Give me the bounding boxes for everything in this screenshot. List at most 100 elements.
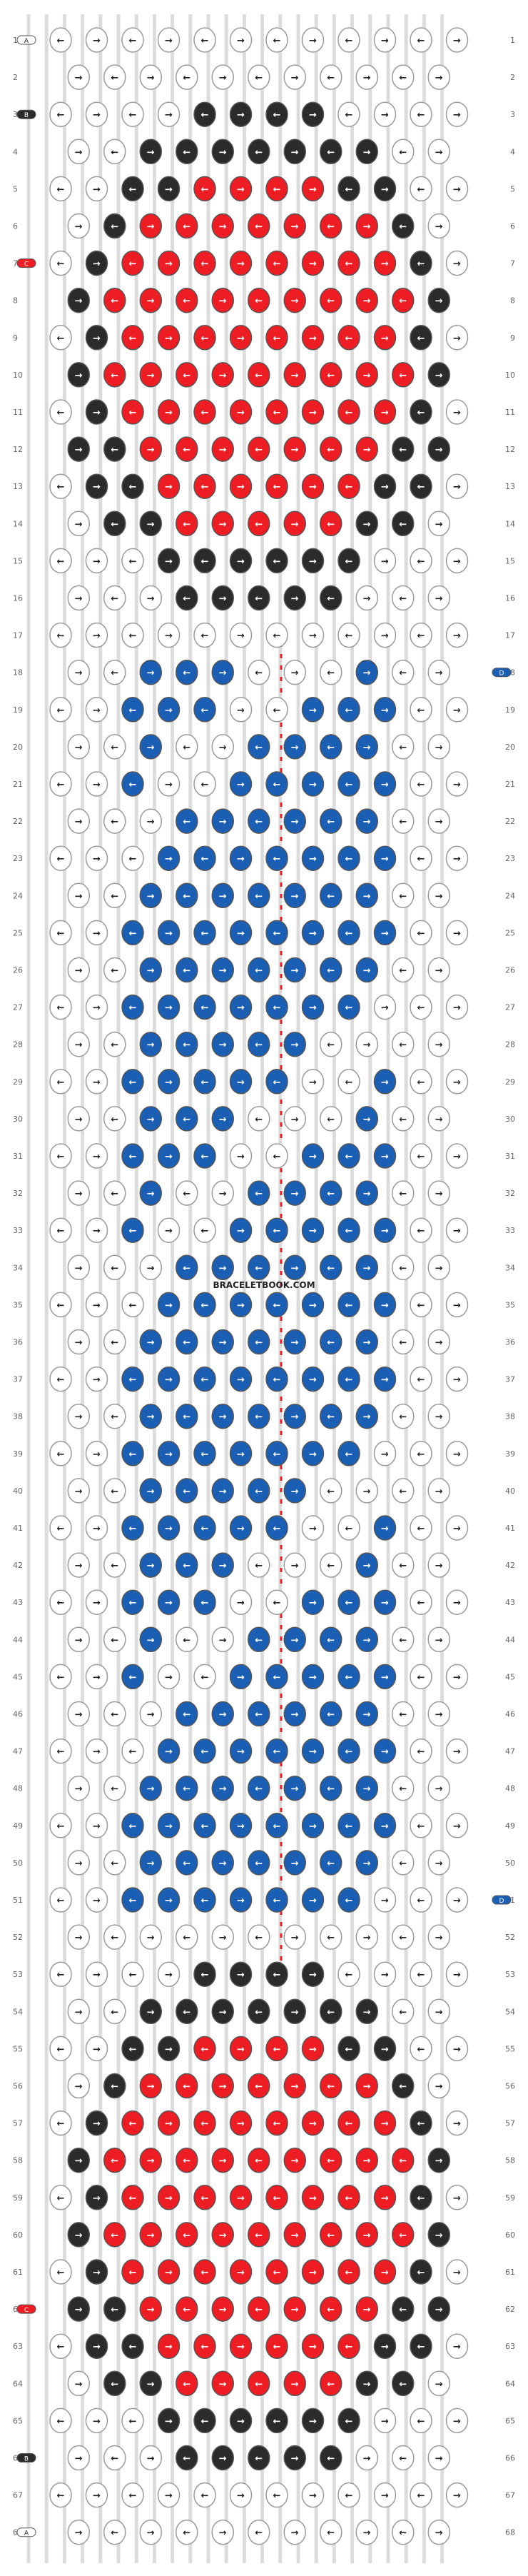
knot: → — [373, 250, 397, 276]
knot: → — [139, 2073, 162, 2099]
row-number-right: 21 — [505, 780, 515, 789]
knot-arrow-icon: ← — [327, 1115, 335, 1125]
knot-arrow-icon: → — [309, 1003, 317, 1014]
knot-circle — [283, 2073, 306, 2099]
knot: → — [427, 2296, 450, 2322]
row-number-left: 59 — [13, 2193, 23, 2203]
row-number-right: 56 — [505, 2082, 515, 2091]
knot-circle — [121, 2259, 144, 2285]
knot-circle — [157, 2482, 181, 2508]
knot: ← — [176, 1552, 198, 1578]
knot: ← — [320, 1626, 342, 1653]
knot-circle — [211, 287, 234, 313]
knot: ← — [49, 250, 72, 276]
knot-circle — [283, 1850, 306, 1876]
knot-circle — [373, 1292, 397, 1318]
knot: ← — [265, 1813, 288, 1838]
knot-circle — [85, 399, 108, 425]
knot: → — [157, 920, 181, 946]
knot: → — [229, 1069, 253, 1095]
knot-arrow-icon: ← — [201, 1375, 209, 1386]
knot: ← — [410, 1664, 432, 1690]
knot-circle — [265, 1366, 288, 1392]
knot-arrow-icon: → — [75, 147, 83, 158]
knot: ← — [410, 1292, 432, 1318]
knot-circle — [301, 473, 325, 499]
knot-circle — [355, 2370, 378, 2397]
knot: → — [427, 1850, 450, 1876]
knot: → — [229, 176, 253, 202]
knot-arrow-icon: ← — [111, 2156, 118, 2167]
knot-circle — [103, 1701, 126, 1727]
knot: → — [283, 1552, 306, 1578]
knot: → — [355, 2073, 378, 2099]
knot-circle — [355, 1552, 378, 1578]
knot-arrow-icon: → — [453, 333, 461, 344]
knot: ← — [320, 1031, 342, 1057]
knot-arrow-icon: ← — [201, 1524, 209, 1534]
knot: ← — [320, 1106, 342, 1132]
knot-circle — [320, 1775, 342, 1801]
knot-arrow-icon: ← — [129, 1375, 137, 1386]
knot: → — [445, 176, 469, 202]
knot: ← — [49, 2036, 72, 2062]
knot-arrow-icon: → — [453, 1896, 461, 1906]
knot-circle — [211, 1998, 234, 2025]
knot-circle — [373, 101, 397, 127]
knot-arrow-icon: ← — [327, 1784, 335, 1795]
knot-arrow-icon: ← — [111, 891, 118, 902]
knot-arrow-icon: → — [165, 110, 173, 121]
knot-circle — [176, 1850, 198, 1876]
knot-circle — [265, 1217, 288, 1243]
knot-circle — [103, 1254, 126, 1281]
knot-arrow-icon: ← — [255, 222, 263, 233]
knot-circle — [49, 1292, 72, 1318]
knot: → — [373, 1069, 397, 1095]
knot-circle — [248, 213, 270, 239]
knot-circle — [355, 287, 378, 313]
knot-arrow-icon: → — [165, 1747, 173, 1758]
knot: → — [355, 882, 378, 909]
row-number-right: 32 — [505, 1189, 515, 1198]
knot: ← — [265, 771, 288, 797]
knot: ← — [265, 845, 288, 871]
knot: → — [355, 287, 378, 313]
knot-circle — [410, 2408, 432, 2434]
knot-circle — [67, 2296, 90, 2322]
knot-circle — [49, 920, 72, 946]
knot: ← — [265, 1292, 288, 1318]
knot-circle — [445, 1887, 469, 1913]
knot-arrow-icon: → — [93, 631, 101, 642]
knot: ← — [121, 1887, 144, 1913]
knot-arrow-icon: → — [291, 519, 299, 530]
knot-arrow-icon: ← — [183, 519, 191, 530]
knot: ← — [248, 139, 270, 165]
knot-arrow-icon: → — [219, 1412, 227, 1423]
knot: ← — [410, 101, 432, 127]
knot-circle — [355, 436, 378, 462]
knot: ← — [248, 1850, 270, 1876]
knot-circle — [193, 1217, 216, 1243]
knot-arrow-icon: ← — [57, 2044, 65, 2055]
knot-circle — [49, 994, 72, 1020]
knot-arrow-icon: ← — [201, 1300, 209, 1311]
knot-arrow-icon: → — [381, 1970, 389, 1981]
knot-circle — [211, 362, 234, 388]
knot: → — [157, 1589, 181, 1615]
knot: → — [301, 2110, 325, 2136]
knot: ← — [337, 1069, 360, 1095]
knot-arrow-icon: → — [435, 147, 443, 158]
knot-arrow-icon: → — [453, 1003, 461, 1014]
knot: → — [85, 399, 108, 425]
row-number-left: 14 — [13, 519, 23, 528]
knot-circle — [373, 1515, 397, 1541]
knot-arrow-icon: → — [381, 1598, 389, 1609]
knot: ← — [320, 1403, 342, 1429]
knot-circle — [427, 808, 450, 834]
knot-circle — [103, 659, 126, 685]
knot-circle — [176, 1254, 198, 1281]
knot-circle — [103, 734, 126, 760]
knot-arrow-icon: ← — [345, 1970, 353, 1981]
row-number-right: 1 — [510, 36, 515, 45]
knot-circle — [103, 64, 126, 90]
